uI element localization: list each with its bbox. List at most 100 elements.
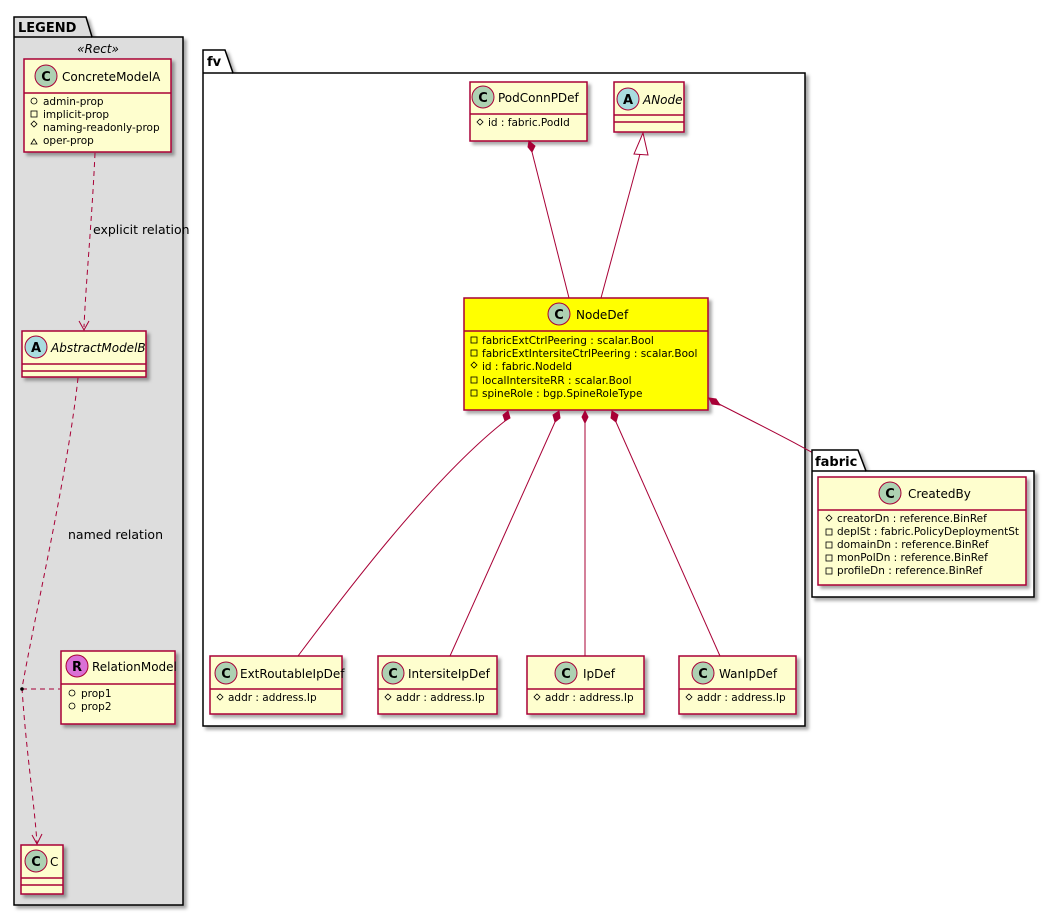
svg-text:C: C [561,667,571,682]
svg-text:C: C [31,855,41,870]
public-visibility-icon [30,97,38,105]
attr: id : fabric.NodeId [482,361,572,373]
private-visibility-icon [825,554,833,562]
concrete-model-a-class[interactable]: C ConcreteModelA admin-prop implicit-pro… [23,58,172,153]
composition-edge [615,421,721,657]
attr: spineRole : bgp.SpineRoleType [482,388,642,400]
c-class[interactable]: C C [20,844,64,895]
abstract-model-b-class[interactable]: A AbstractModelB [21,330,147,378]
svg-text:C: C [388,667,398,682]
class-name: C [50,855,58,869]
package-visibility-icon [30,138,38,145]
composition-diamond-icon [527,140,536,153]
class-name: AbstractModelB [50,341,146,355]
composition-diamond-icon [581,409,589,425]
attr: addr : address.Ip [228,692,317,704]
arrow-head-icon [31,833,43,846]
public-visibility-icon [68,689,76,697]
svg-text:C: C [554,308,564,323]
attr: addr : address.Ip [545,692,634,704]
class-c-icon [381,661,405,685]
attr: implicit-prop [43,109,109,121]
class-c-icon [471,85,495,109]
attr: prop1 [81,688,112,700]
class-name: RelationModel [92,660,177,674]
attr: prop2 [81,701,112,713]
relation-r-icon [65,654,89,678]
composition-edge [531,151,570,299]
class-name: ANode [642,93,683,107]
ext-routable-ip-def-class[interactable]: C ExtRoutableIpDef addr : address.Ip [209,655,345,715]
svg-text:C: C [221,667,231,682]
legend-package-title: LEGEND [18,21,77,36]
class-name: PodConnPDef [498,91,580,105]
created-by-class[interactable]: C CreatedBy creatorDn : reference.BinRef… [817,476,1027,586]
protected-visibility-icon [216,693,224,701]
svg-text:C: C [698,667,708,682]
attr: id : fabric.PodId [488,117,570,129]
legend-stereotype: «Rect» [77,42,119,56]
class-name: CreatedBy [908,487,971,501]
class-name: NodeDef [576,308,629,322]
explicit-relation-edge [83,152,96,328]
private-visibility-icon [470,336,478,344]
attr: oper-prop [43,135,94,147]
composition-edge [297,420,506,657]
composition-diamond-icon [708,397,722,406]
class-name: IpDef [583,667,616,681]
fabric-package-title: fabric [815,455,857,470]
protected-visibility-icon [384,693,392,701]
pod-conn-p-def-class[interactable]: C PodConnPDef id : fabric.PodId [469,81,588,142]
svg-text:C: C [41,70,51,85]
protected-visibility-icon [30,120,38,128]
class-name: IntersiteIpDef [408,667,491,681]
abstract-a-icon [24,335,48,359]
private-visibility-icon [825,567,833,575]
composition-diamond-icon [552,410,561,423]
attr: addr : address.Ip [396,692,485,704]
private-visibility-icon [825,528,833,536]
wan-ip-def-class[interactable]: C WanIpDef addr : address.Ip [678,655,797,715]
class-c-icon [34,64,58,88]
svg-text:R: R [72,660,82,675]
private-visibility-icon [470,376,478,384]
attr: profileDn : reference.BinRef [837,565,983,577]
node-def-class[interactable]: C NodeDef fabricExtCtrlPeering : scalar.… [463,297,709,411]
private-visibility-icon [825,541,833,549]
attr: creatorDn : reference.BinRef [837,513,987,525]
anode-class[interactable]: A ANode [613,81,685,133]
fv-edges [297,131,853,657]
fv-package-title: fv [207,55,222,70]
class-name: WanIpDef [719,667,778,681]
inheritance-triangle-icon [633,131,649,156]
svg-text:A: A [31,341,41,356]
attr: localIntersiteRR : scalar.Bool [482,375,632,387]
intersite-ip-def-class[interactable]: C IntersiteIpDef addr : address.Ip [377,655,498,715]
attr: naming-readonly-prop [43,122,160,134]
attr: monPolDn : reference.BinRef [837,552,988,564]
attr: admin-prop [43,96,104,108]
named-relation-edge [21,377,79,689]
relation-model-class[interactable]: R RelationModel prop1 prop2 [60,650,177,725]
class-name: ExtRoutableIpDef [240,667,345,681]
public-visibility-icon [68,702,76,710]
protected-visibility-icon [825,514,833,522]
composition-diamond-icon [610,410,619,423]
svg-text:A: A [623,93,633,108]
named-relation-label: named relation [68,527,163,542]
attr: addr : address.Ip [697,692,786,704]
attr: fabricExtIntersiteCtrlPeering : scalar.B… [482,348,697,360]
attr: domainDn : reference.BinRef [837,539,989,551]
private-visibility-icon [30,110,38,118]
join-point-icon [20,687,24,691]
private-visibility-icon [470,349,478,357]
attr: fabricExtCtrlPeering : scalar.Bool [482,335,654,347]
abstract-a-icon [616,87,640,111]
class-c-icon [878,481,902,505]
svg-text:C: C [885,487,895,502]
arrow-head-icon [78,320,90,332]
composition-diamond-icon [502,410,511,422]
ip-def-class[interactable]: C IpDef addr : address.Ip [526,655,645,715]
private-visibility-icon [470,389,478,397]
